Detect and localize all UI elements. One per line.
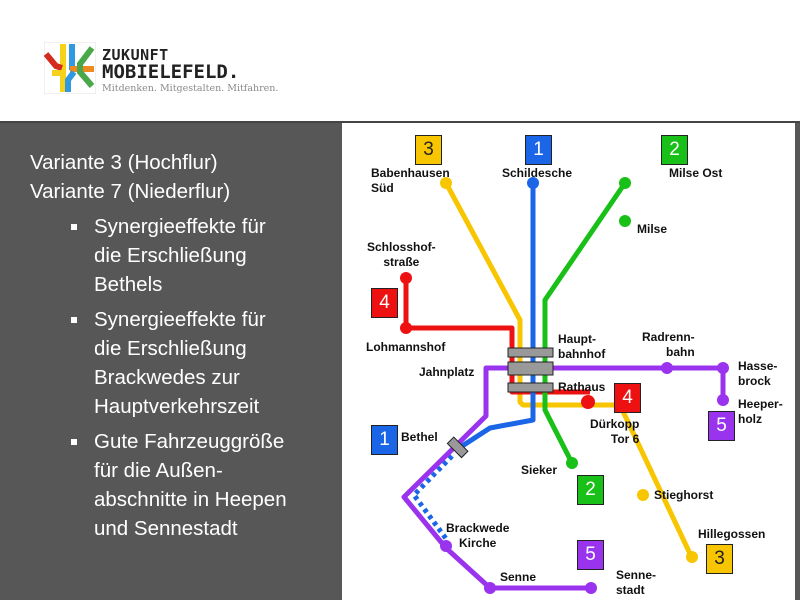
stop-label-sieker: Sieker — [521, 463, 558, 477]
platform-hauptbahnhof — [507, 347, 554, 358]
line-badge-5-east: 5 — [708, 411, 735, 441]
line-badge-1-south: 1 — [371, 425, 398, 455]
stop-label-brackwede-kirche: Brackwede Kirche — [446, 521, 510, 550]
stop-label-senne: Senne — [500, 570, 537, 584]
stop-label-milse: Milse — [637, 222, 668, 236]
bullet-text: Gute Fahrzeuggröße für die Außen- abschn… — [94, 430, 287, 540]
stop-label-rathaus: Rathaus — [558, 380, 606, 394]
stop-label-sennestadt: Senne- stadt — [616, 568, 657, 597]
stop-label-hillegossen: Hillegossen — [698, 527, 766, 541]
stop-label-radrennbahn: Radrenn- bahn — [642, 330, 695, 359]
stop-label-milse-ost: Milse Ost — [669, 166, 723, 180]
bullet-item: Synergieeffekte für die Erschließung Bra… — [71, 305, 330, 421]
stop-label-stieghorst: Stieghorst — [654, 488, 714, 502]
line-badge-2-north: 2 — [661, 135, 688, 165]
line-badge-2-south: 2 — [577, 475, 604, 505]
platform-rathaus — [507, 382, 554, 393]
zukunft-mobielefeld-logo: ZUKUNFT MOBIELEFELD. Mitdenken. Mitgesta… — [44, 42, 284, 102]
line-3-path — [443, 181, 695, 560]
stop-label-jahnplatz: Jahnplatz — [419, 365, 475, 379]
logo-mark-icon — [44, 42, 96, 94]
line-badge-4-west: 4 — [371, 288, 398, 318]
platform-jahnplatz — [507, 361, 554, 376]
slide-text-panel: Variante 3 (Hochflur) Variante 7 (Nieder… — [30, 148, 330, 549]
logo-title-line2: MOBIELEFELD. — [102, 61, 240, 83]
stop-label-hassebrock: Hasse- brock — [738, 359, 778, 388]
stop-label-schildesche: Schildesche — [502, 166, 573, 180]
heading-variant-7: Variante 7 (Niederflur) — [30, 180, 231, 203]
stop-label-babenhausen-sued: Babenhausen Süd — [371, 166, 450, 195]
square-bullet-icon — [71, 439, 77, 445]
bullet-text: Synergieeffekte für die Erschließung Bra… — [94, 308, 266, 418]
logo-title-line1: ZUKUNFT — [102, 46, 169, 64]
line-1-path — [454, 186, 536, 453]
bullet-item: Synergieeffekte für die Erschließung Bet… — [71, 212, 330, 299]
network-map-panel — [342, 123, 795, 600]
line-badge-1-north: 1 — [525, 135, 552, 165]
square-bullet-icon — [71, 317, 77, 323]
line-badge-5-south: 5 — [577, 540, 604, 570]
platform-bethel — [446, 436, 469, 459]
line-1-dotted-path — [410, 454, 454, 542]
line-badge-3-south: 3 — [706, 544, 733, 574]
heading-variant-3: Variante 3 (Hochflur) — [30, 151, 218, 174]
square-bullet-icon — [71, 224, 77, 230]
bullet-list: Synergieeffekte für die Erschließung Bet… — [30, 212, 330, 543]
bullet-text: Synergieeffekte für die Erschließung Bet… — [94, 215, 266, 296]
stop-label-lohmannshof: Lohmannshof — [366, 340, 446, 354]
bullet-item: Gute Fahrzeuggröße für die Außen- abschn… — [71, 427, 330, 543]
stop-label-hauptbahnhof: Haupt- bahnhof — [558, 332, 606, 361]
stop-label-duerkopp-tor-6: Dürkopp Tor 6 — [590, 417, 640, 446]
line-badge-3-north: 3 — [415, 135, 442, 165]
logo-tagline: Mitdenken. Mitgestalten. Mitfahren. — [102, 83, 279, 94]
line-5-path-west — [401, 365, 591, 591]
stop-label-heeperholz: Heeper- holz — [738, 397, 783, 426]
line-badge-4-east: 4 — [614, 383, 641, 413]
stop-label-schlosshofstrasse: Schlosshof- straße — [367, 240, 436, 269]
stop-label-bethel: Bethel — [401, 430, 438, 444]
